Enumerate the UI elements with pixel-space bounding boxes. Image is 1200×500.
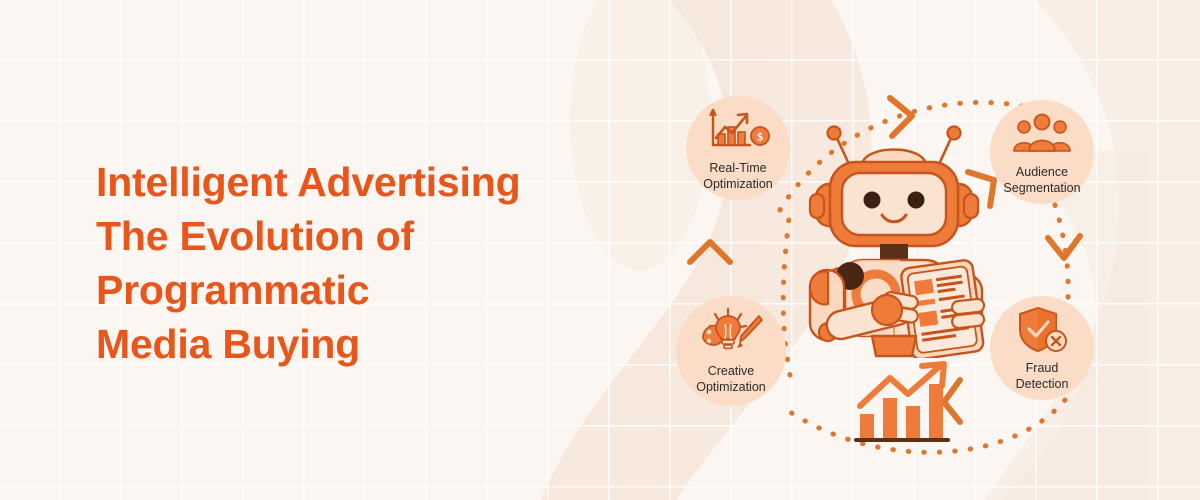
growth-bar-chart-arrow-icon — [848, 358, 968, 451]
chevron-left-icon — [687, 239, 733, 265]
page-title: Intelligent Advertising The Evolution of… — [96, 159, 521, 368]
chevron-top-icon — [887, 95, 915, 139]
bar-chart-growth-dollar-icon: $ — [706, 104, 770, 156]
chevron-topright-icon — [965, 169, 997, 209]
lightbulb-palette-brush-icon — [699, 307, 763, 359]
badge-real-time-optimization[interactable]: $ Real-Time Optimization — [686, 96, 790, 200]
badge-label-audience-segmentation: Audience Segmentation — [1003, 165, 1081, 195]
connector-bottom-arc — [787, 397, 1068, 455]
badge-fraud-detection[interactable]: Fraud Detection — [990, 296, 1094, 400]
shield-check-block-icon — [1014, 304, 1070, 356]
svg-text:$: $ — [757, 130, 763, 144]
chevron-bottomleft-icon — [941, 377, 963, 425]
badge-creative-optimization[interactable]: Creative Optimization — [676, 296, 786, 406]
badge-label-fraud-detection: Fraud Detection — [1015, 361, 1069, 391]
ai-robot-illustration — [788, 118, 1008, 363]
chevron-right-icon — [1045, 233, 1083, 261]
badge-label-creative-optimization: Creative Optimization — [696, 364, 766, 394]
connector-arrows — [650, 30, 1200, 495]
connector-left-arc — [780, 207, 793, 378]
badge-label-real-time-optimization: Real-Time Optimization — [703, 161, 773, 191]
people-group-icon — [1011, 108, 1073, 160]
badge-audience-segmentation[interactable]: Audience Segmentation — [990, 100, 1094, 204]
